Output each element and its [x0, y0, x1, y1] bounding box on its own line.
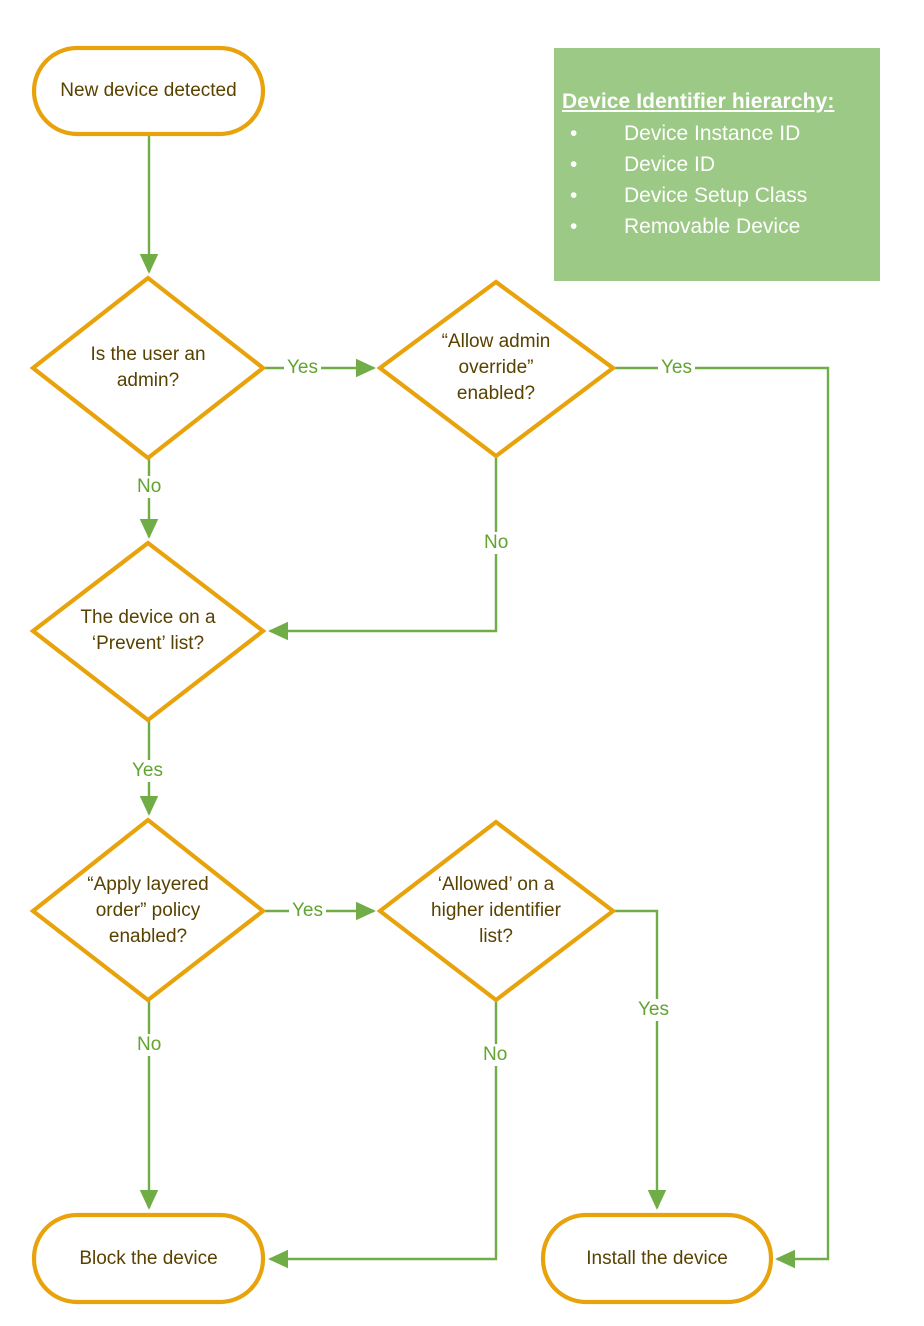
edge-label-is-admin-yes: Yes: [284, 357, 321, 379]
node-shape-layered-order: [29, 817, 267, 1003]
edge-admin-override-no: [268, 456, 498, 641]
node-shape-install: [540, 1212, 774, 1305]
edge-label-allowed-higher-yes: Yes: [635, 999, 672, 1021]
edge-label-admin-override-yes: Yes: [658, 357, 695, 379]
edge-label-admin-override-no: No: [481, 532, 512, 554]
node-label-prevent-list: The device on a ‘Prevent’ list?: [80, 607, 216, 654]
legend-item-label: Removable Device: [624, 215, 801, 238]
legend-box: Device Identifier hierarchy: • Device In…: [554, 48, 880, 281]
node-label-allowed-higher: ‘Allowed’ on a higher identifier list?: [431, 874, 561, 947]
legend-item-label: Device ID: [624, 153, 716, 176]
legend-title: Device Identifier hierarchy:: [562, 90, 835, 113]
edge-allowed-higher-yes: [613, 909, 667, 1210]
legend-list: • Device Instance ID • Device ID • Devic…: [562, 118, 872, 242]
node-label-install: Install the device: [586, 1247, 728, 1269]
node-shape-start: [31, 45, 266, 137]
node-shape-allowed-higher: [376, 819, 617, 1003]
node-label-layered-order: “Apply layered order” policy enabled?: [87, 874, 209, 947]
bullet-icon: •: [570, 122, 578, 145]
bullet-icon: •: [570, 153, 578, 176]
node-shape-prevent-list: [29, 540, 267, 723]
edge-label-layered-order-yes: Yes: [289, 900, 326, 922]
edge-admin-override-yes: [613, 366, 830, 1269]
node-shape-is-admin: [29, 275, 267, 461]
bullet-icon: •: [570, 215, 578, 238]
edge-label-layered-order-no: No: [134, 1034, 165, 1056]
node-label-block: Block the device: [79, 1247, 218, 1269]
bullet-icon: •: [570, 184, 578, 207]
edge-label-prevent-list-yes: Yes: [129, 760, 166, 782]
edge-label-allowed-higher-no: No: [480, 1044, 511, 1066]
edge-allowed-higher-no: [268, 1000, 498, 1269]
legend-list-item: • Device ID: [562, 149, 872, 180]
node-label-is-admin: Is the user an admin?: [90, 344, 206, 391]
legend-list-item: • Device Setup Class: [562, 180, 872, 211]
node-shape-admin-override: [376, 279, 617, 459]
legend-item-label: Device Instance ID: [624, 122, 801, 145]
edge-label-is-admin-no: No: [134, 476, 165, 498]
node-shape-block: [31, 1212, 266, 1305]
legend-item-label: Device Setup Class: [624, 184, 808, 207]
node-label-start: New device detected: [60, 80, 237, 101]
legend-list-item: • Device Instance ID: [562, 118, 872, 149]
node-label-admin-override: “Allow admin override” enabled?: [441, 331, 551, 404]
legend-list-item: • Removable Device: [562, 211, 872, 242]
